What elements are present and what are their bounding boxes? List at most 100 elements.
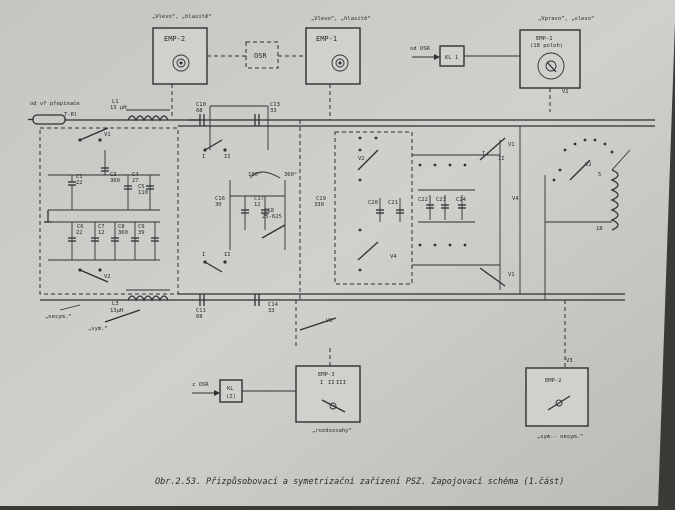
svg-text:25-625: 25-625 bbox=[262, 214, 282, 220]
svg-text:C6: C6 bbox=[77, 224, 84, 230]
svg-text:110: 110 bbox=[138, 190, 148, 196]
kl-box-sublabel: (Z) bbox=[226, 394, 236, 400]
kl-box-label: KL bbox=[227, 386, 234, 392]
osr-box-label: OSR bbox=[254, 52, 267, 60]
switch-v1-v2: V1 V2 bbox=[78, 127, 111, 283]
svg-text:V2: V2 bbox=[585, 162, 592, 168]
svg-text:V2: V2 bbox=[358, 156, 365, 162]
left-switch-enclosure bbox=[39, 127, 179, 295]
right-switches: V1 III V1 V4 bbox=[479, 126, 521, 294]
svg-text:L3: L3 bbox=[112, 301, 119, 307]
svg-text:V1: V1 bbox=[508, 272, 515, 278]
rozdozsahy-label: „rozdozsahy“ bbox=[312, 428, 352, 434]
osr-input-label: od OSR bbox=[410, 46, 431, 52]
kl1-label: KL 1 bbox=[445, 55, 458, 61]
svg-text:33: 33 bbox=[268, 308, 275, 314]
svg-text:I: I bbox=[482, 151, 485, 157]
svg-text:III: III bbox=[336, 380, 346, 386]
output-rotary-coil: V2 5 18 bbox=[544, 138, 631, 300]
svg-text:II: II bbox=[224, 154, 231, 160]
svg-text:V2: V2 bbox=[562, 89, 569, 95]
svg-text:C13: C13 bbox=[270, 102, 280, 108]
emp-right-rotary-icon bbox=[537, 52, 565, 80]
emp2-top-knob-icon bbox=[172, 54, 190, 72]
svg-text:C18: C18 bbox=[264, 208, 274, 214]
svg-text:39: 39 bbox=[138, 230, 145, 236]
svg-text:68: 68 bbox=[196, 314, 203, 320]
tr-label: T-Rl bbox=[64, 112, 77, 118]
svg-text:C16: C16 bbox=[215, 196, 225, 202]
svg-text:27: 27 bbox=[132, 178, 139, 184]
svg-text:C1: C1 bbox=[76, 174, 83, 180]
emp2-top-quote: „Vlevo“, „hlasitě“ bbox=[152, 13, 212, 20]
svg-text:33: 33 bbox=[270, 108, 277, 114]
svg-text:II: II bbox=[328, 380, 335, 386]
svg-text:22: 22 bbox=[76, 180, 83, 186]
svg-text:C8: C8 bbox=[118, 224, 125, 230]
svg-text:V3: V3 bbox=[326, 318, 333, 324]
svg-text:I: I bbox=[202, 154, 205, 160]
output-coil-icon bbox=[610, 169, 619, 231]
hasym-label: „nesym.“ bbox=[45, 314, 72, 320]
svg-text:18: 18 bbox=[596, 226, 603, 232]
svg-text:C22: C22 bbox=[418, 197, 428, 203]
svg-text:C4: C4 bbox=[132, 172, 139, 178]
figure-caption: Obr.2.53. Přizpůsobovací a symetrizační … bbox=[155, 476, 564, 487]
emp1-top-label: EMP-1 bbox=[316, 35, 337, 43]
svg-text:L1: L1 bbox=[112, 99, 119, 105]
svg-text:C9: C9 bbox=[138, 224, 145, 230]
emp2-bottom-box bbox=[525, 367, 589, 427]
svg-text:22: 22 bbox=[76, 230, 83, 236]
emp1-top-knob-icon bbox=[331, 54, 349, 72]
svg-text:II: II bbox=[498, 156, 505, 162]
svg-text:I: I bbox=[320, 380, 323, 386]
input-label: od vf přepínače bbox=[30, 100, 80, 107]
osr-input-label-2: z OSR bbox=[192, 382, 209, 388]
svg-text:C7: C7 bbox=[98, 224, 105, 230]
svg-text:360°: 360° bbox=[284, 172, 297, 178]
svg-text:C17: C17 bbox=[254, 196, 264, 202]
svg-text:C20: C20 bbox=[368, 200, 378, 206]
emp2-bottom-title: EMP-2 bbox=[545, 378, 562, 384]
emp-right-title: EMP-1 bbox=[536, 36, 553, 42]
svg-text:330: 330 bbox=[314, 202, 324, 208]
emp3-box bbox=[295, 365, 361, 423]
svg-text:360: 360 bbox=[118, 230, 128, 236]
svg-text:13μH: 13μH bbox=[110, 308, 123, 314]
svg-text:5: 5 bbox=[598, 172, 601, 178]
center-switch-enclosure bbox=[334, 131, 413, 285]
svg-text:C5: C5 bbox=[138, 184, 145, 190]
sym-label: „sym.“ bbox=[88, 326, 108, 332]
emp2-bottom-rotary-icon bbox=[547, 395, 571, 411]
svg-text:360: 360 bbox=[110, 178, 120, 184]
emp-right-subtitle: (18 poloh) bbox=[530, 43, 563, 49]
osr-box bbox=[245, 41, 279, 69]
svg-text:68: 68 bbox=[196, 108, 203, 114]
svg-text:12: 12 bbox=[254, 202, 261, 208]
svg-text:C19: C19 bbox=[316, 196, 326, 202]
emp1-top-box bbox=[305, 27, 361, 85]
sym-hesym-label: „sym.- nesym.“ bbox=[537, 434, 583, 440]
svg-text:V4: V4 bbox=[512, 196, 519, 202]
svg-text:V2: V2 bbox=[104, 274, 111, 280]
svg-text:180°: 180° bbox=[248, 172, 261, 178]
svg-text:C23: C23 bbox=[436, 197, 446, 203]
svg-text:30: 30 bbox=[215, 202, 222, 208]
right-capacitor-bank: C22 C23 C24 bbox=[412, 154, 500, 266]
coil-l1-icon bbox=[127, 115, 169, 122]
svg-text:C11: C11 bbox=[196, 308, 206, 314]
svg-text:V1: V1 bbox=[508, 142, 515, 148]
svg-text:C24: C24 bbox=[456, 197, 467, 203]
emp1-top-quote: „Vlevo“, „hlasitě“ bbox=[311, 15, 371, 22]
svg-text:V4: V4 bbox=[390, 254, 397, 260]
svg-text:13 μH: 13 μH bbox=[110, 105, 127, 111]
emp2-top-label: EMP-2 bbox=[164, 35, 185, 43]
svg-text:12: 12 bbox=[98, 230, 105, 236]
svg-text:V1: V1 bbox=[104, 132, 111, 138]
